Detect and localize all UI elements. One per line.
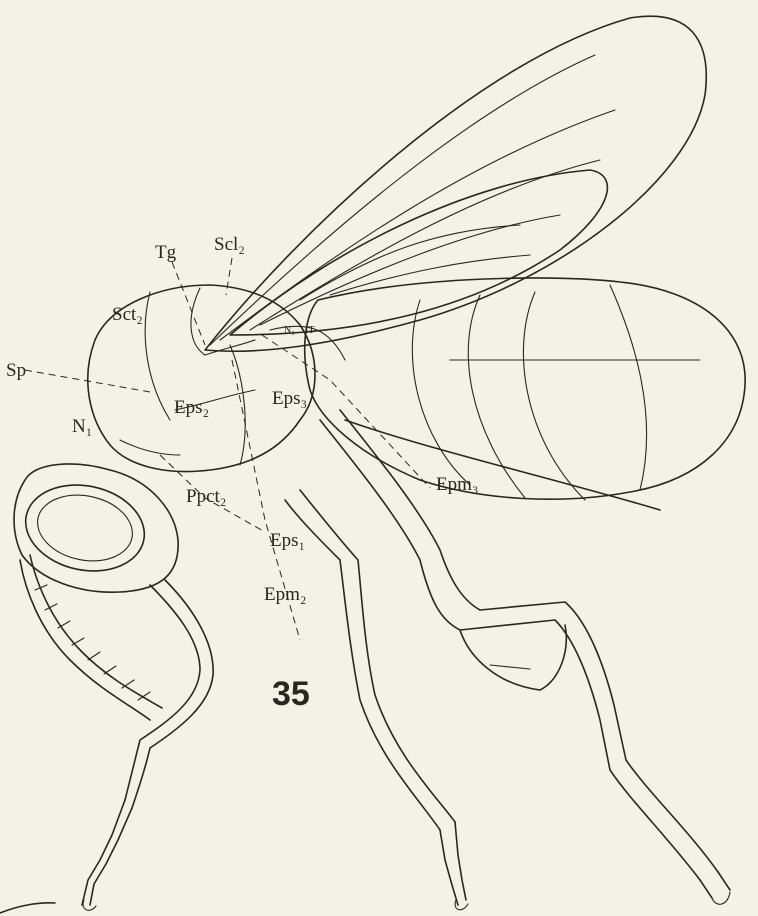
label-n1: N₁	[72, 416, 92, 437]
abdomen	[305, 278, 745, 510]
label-eps1: Eps₁	[270, 530, 305, 551]
head	[14, 464, 178, 592]
label-sp: Sp	[6, 360, 26, 381]
leader-scl2	[226, 258, 232, 295]
label-epm2: Epm₂	[264, 584, 307, 605]
antenna	[20, 555, 162, 720]
leader-epm3	[262, 335, 430, 488]
label-tg: Tg	[155, 242, 177, 263]
hind-leg	[320, 410, 730, 904]
leader-lines	[25, 258, 430, 640]
label-eps3: Eps₃	[272, 388, 307, 409]
label-it: IT	[305, 325, 314, 336]
label-sct2: Sct₂	[112, 304, 143, 325]
label-ppct2: Ppct₂	[186, 486, 226, 507]
label-eps2: Eps₂	[174, 397, 209, 418]
next-figure-edge	[0, 903, 55, 913]
label-n3: N₃	[284, 325, 295, 336]
figure-number: 35	[272, 675, 310, 713]
hindwing	[230, 170, 607, 335]
fore-leg	[82, 580, 213, 910]
label-scl2: Scl₂	[214, 234, 245, 255]
leader-tg	[172, 262, 205, 345]
label-epm3: Epm₃	[436, 474, 479, 495]
